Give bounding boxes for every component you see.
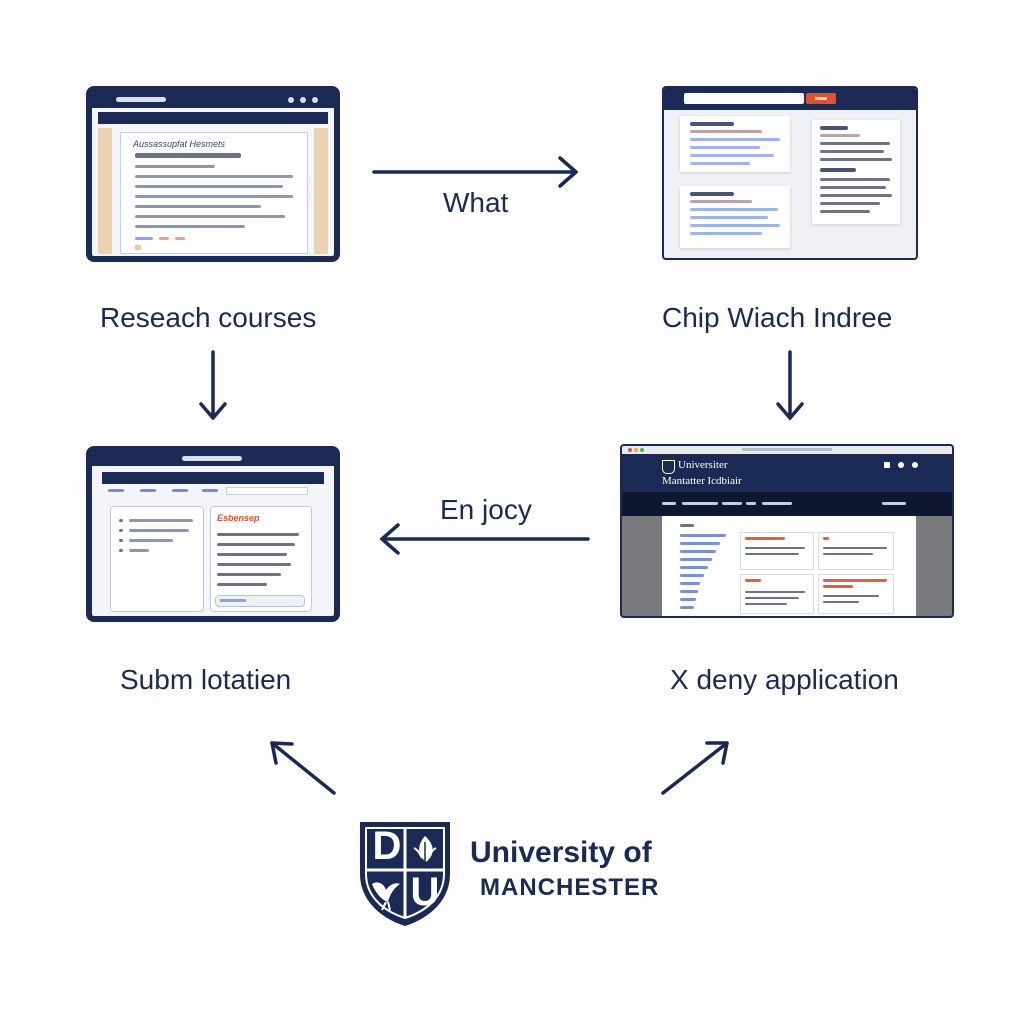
- arrow-choose-down: [776, 350, 804, 420]
- shield-letter-d: D: [372, 824, 402, 868]
- site-nav: [622, 492, 952, 516]
- content-heading: Aussassupfat Hesmets: [133, 139, 226, 149]
- site-content: [662, 516, 916, 616]
- logo-text-line2: MANCHESTER: [480, 874, 660, 901]
- browser-chrome: [622, 446, 952, 454]
- page-header-bar: [98, 112, 328, 124]
- university-logo: D U University of MANCHESTER: [356, 818, 660, 930]
- site-header: Universiter Mantatter Icdbiair: [622, 454, 952, 492]
- browser-topbar: [92, 92, 334, 108]
- search-input: [684, 93, 804, 104]
- node-label-choose: Chip Wiach Indree: [662, 302, 893, 333]
- arrow-logo-to-submit: [270, 741, 336, 795]
- info-card-3: [740, 574, 814, 614]
- info-card-2: [818, 532, 894, 570]
- submit-documents-screen: Esbensep: [86, 446, 340, 622]
- nav-bar: [102, 472, 324, 484]
- choose-screen: [662, 86, 918, 260]
- content-pane: Aussassupfat Hesmets: [120, 132, 308, 254]
- site-subtitle: Mantatter Icdbiair: [662, 475, 742, 487]
- arrow-research-down: [199, 350, 227, 420]
- nav-links: [102, 487, 324, 495]
- site-title: Universiter: [678, 459, 728, 471]
- shield-letter-u: U: [410, 870, 440, 914]
- search-button: [806, 93, 836, 104]
- logo-text-line1: University of: [470, 836, 652, 869]
- arrow-app-to-submit: [380, 523, 590, 555]
- node-label-submit-docs: Subm lotatien: [120, 664, 292, 695]
- application-website-screen: Universiter Mantatter Icdbiair: [620, 444, 954, 618]
- left-sidebar: [98, 128, 112, 254]
- browser-topbar: [92, 452, 334, 466]
- node-label-submit-app: X deny application: [670, 664, 899, 695]
- left-panel: [110, 506, 204, 612]
- edge-label-middle: En jocy: [440, 494, 532, 525]
- university-shield-icon: [360, 822, 450, 926]
- link-list: [680, 532, 730, 616]
- result-card-2: [812, 120, 900, 224]
- arrow-research-to-choose: [372, 156, 578, 188]
- info-card-4: [818, 574, 894, 614]
- result-card-1: [680, 116, 790, 172]
- result-card-3: [680, 186, 790, 248]
- site-crest-icon: [662, 460, 675, 474]
- research-courses-screen: Aussassupfat Hesmets: [86, 86, 340, 262]
- search-bar-strip: [664, 88, 916, 110]
- card-heading: Esbensep: [217, 513, 260, 523]
- edge-label-top: What: [443, 187, 509, 218]
- upload-field: [215, 595, 305, 607]
- right-card: Esbensep: [210, 506, 312, 612]
- right-sidebar: [314, 128, 328, 254]
- info-card-1: [740, 532, 814, 570]
- node-label-research: Reseach courses: [100, 302, 317, 333]
- arrow-logo-to-app: [661, 741, 729, 795]
